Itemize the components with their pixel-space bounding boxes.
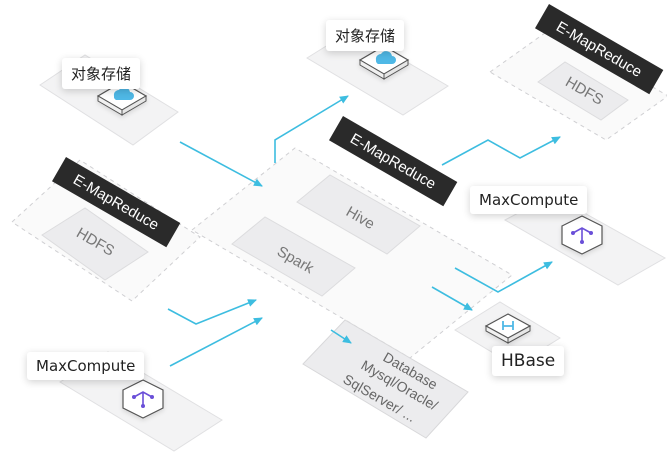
spark-tile (231, 216, 356, 297)
flow-arrows (167, 95, 561, 367)
arrow-emr-to-database (330, 329, 352, 344)
arrow-emr-to-emr-right (441, 136, 561, 166)
arrow-maxcompute-left-to-emr (169, 317, 263, 367)
emr-right-hdfs-tile (537, 61, 629, 121)
arrow-emr-to-oss-top (274, 95, 349, 163)
maxcompute-left-label: MaxCompute (27, 352, 145, 380)
oss-top-label: 对象存储 (326, 20, 405, 51)
maxcompute-hexagon-icon (122, 379, 164, 419)
hbase-icon (484, 313, 532, 344)
emr-center-group (191, 147, 513, 359)
arrow-oss-left-to-emr (179, 141, 263, 187)
maxcompute-right-label: MaxCompute (470, 186, 588, 214)
maxcompute-hexagon-icon (561, 215, 603, 255)
cloud-storage-icon (96, 81, 148, 116)
cloud-storage-icon (358, 45, 410, 80)
oss-left-label: 对象存储 (62, 58, 141, 89)
arrow-hdfs-left-to-emr (167, 299, 257, 325)
arrow-emr-to-hbase (431, 286, 473, 311)
database-tile (302, 319, 469, 439)
emr-left-hdfs-tile (41, 207, 149, 281)
arrow-emr-to-maxcompute-right (454, 261, 553, 293)
hive-tile (296, 174, 421, 255)
hbase-label: HBase (492, 346, 565, 376)
emr-center-banner-text: E-MapReduce (347, 130, 439, 193)
